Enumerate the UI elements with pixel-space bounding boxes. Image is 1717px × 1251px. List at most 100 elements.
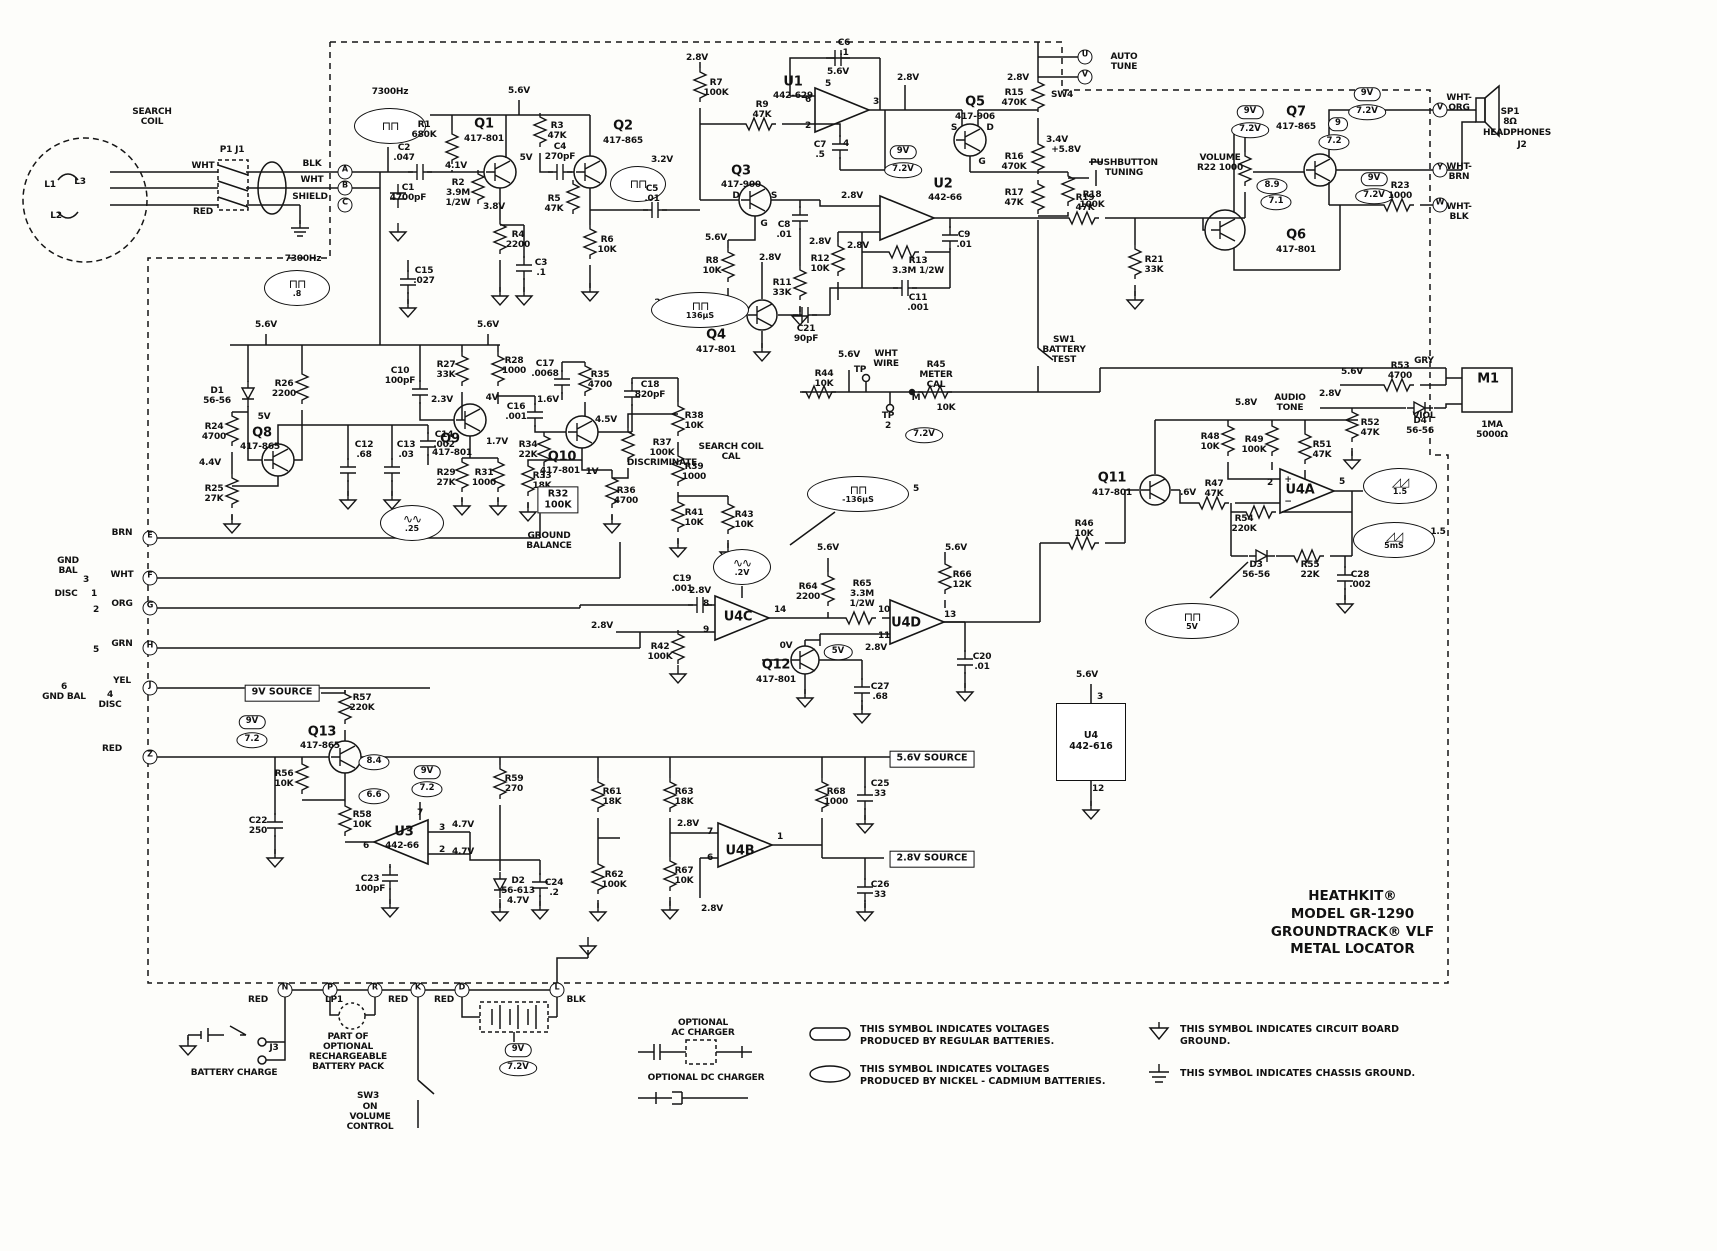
component-label: 2.8V	[758, 252, 782, 263]
component-label: 9	[702, 624, 710, 635]
component-label: 5	[824, 78, 832, 89]
ground-icon	[855, 903, 875, 923]
component-label: 3	[82, 574, 90, 585]
component-label: 3	[1096, 691, 1104, 702]
nicad-voltage-oval: 7.1	[1260, 194, 1292, 210]
component-label: R13 3.3M 1/2W	[892, 255, 944, 276]
waveform-glyph: ⊓⊓	[1183, 609, 1202, 624]
component-label: 0V	[779, 640, 793, 651]
boxed-label: R32 100K	[537, 486, 579, 514]
wire	[57, 42, 1103, 392]
component-label: R3 47K	[547, 120, 567, 141]
ground-icon	[178, 1037, 198, 1057]
component-label: C20 .01	[972, 651, 992, 672]
component-label: 4V	[485, 392, 499, 403]
waveform-glyph: ⊓⊓	[691, 298, 710, 313]
capacitor-symbol	[857, 786, 873, 810]
component-label: 10	[877, 604, 891, 615]
component-label: C1 4700pF	[389, 182, 427, 203]
capacitor-symbol	[384, 458, 400, 482]
component-label: C11 .001	[907, 292, 929, 313]
component-label: 2.8V	[700, 903, 724, 914]
component-label: GRY	[1414, 355, 1434, 366]
component-label: WHT- ORG	[1446, 92, 1472, 113]
component-label: 417-900	[721, 179, 761, 190]
capacitor-symbol	[942, 226, 958, 250]
component-label: 417-801	[464, 133, 504, 144]
capacitor-symbol	[624, 382, 640, 406]
component-label: R45 METER CAL	[919, 359, 953, 391]
ground-icon	[588, 903, 608, 923]
boxed-label: 5.6V SOURCE	[889, 750, 975, 768]
component-label: R29 27K	[436, 467, 456, 488]
component-label: VIOL	[1412, 410, 1436, 421]
capacitor-symbol	[792, 206, 808, 230]
component-label: 4.4V	[198, 457, 222, 468]
jack-j3	[257, 1037, 267, 1047]
ground-icon	[790, 307, 810, 327]
terminal-pin: G	[142, 600, 158, 616]
capacitor-symbol	[826, 50, 850, 66]
component-label: 417-801	[1092, 487, 1132, 498]
component-label: −	[1284, 496, 1292, 507]
component-label: R12 10K	[810, 253, 830, 274]
component-label: SEARCH COIL CAL	[698, 441, 764, 462]
component-ref: U4A	[1285, 482, 1315, 498]
component-label: WHT- BLK	[1446, 201, 1472, 222]
ground-icon	[452, 497, 472, 517]
component-label: R64 2200	[795, 581, 821, 602]
resistor-symbol	[490, 458, 506, 492]
boxed-label: 9V SOURCE	[244, 684, 320, 702]
nicad-voltage-oval: 8.9	[1256, 178, 1288, 194]
component-label: 2	[804, 120, 812, 131]
test-point	[861, 373, 871, 383]
battery-voltage-oval: 9V	[889, 145, 917, 159]
component-label: WHT	[110, 569, 134, 580]
transistor-symbol	[1303, 153, 1337, 187]
opamp-symbol	[1279, 467, 1337, 515]
component-label: C21 90pF	[793, 323, 819, 344]
component-label: LP1	[325, 994, 343, 1005]
component-label: R68 1000	[823, 786, 849, 807]
component-label: 5.6V	[837, 349, 861, 360]
component-label: R56 10K	[274, 768, 294, 789]
component-ref: U1	[783, 74, 803, 90]
speaker-icon	[1484, 84, 1500, 138]
component-label: G	[978, 156, 986, 167]
component-label: R6 10K	[597, 234, 617, 255]
component-label: 417-801	[432, 447, 472, 458]
component-ref: Q2	[613, 118, 633, 134]
component-label: 1V	[585, 466, 599, 477]
resistor-symbol	[820, 572, 836, 606]
resistor-symbol	[1220, 422, 1236, 456]
resistor-symbol	[590, 860, 606, 894]
resistor-symbol	[1290, 548, 1324, 564]
component-label: GRN	[111, 638, 133, 649]
component-label: 417-801	[756, 674, 796, 685]
boxed-label: 2.8V SOURCE	[889, 850, 975, 868]
component-label: 5	[912, 483, 920, 494]
ground-icon	[578, 937, 598, 957]
component-label: R48 10K	[1200, 431, 1220, 452]
nicad-voltage-oval: 7.2V	[499, 1060, 537, 1076]
waveform-value: 5V	[1186, 621, 1198, 631]
boxed-label: U4 442-616	[1056, 703, 1126, 781]
waveform-oval: ⊓⊓136μS	[651, 292, 749, 328]
component-label: 4.7V	[451, 819, 475, 830]
component-label: 1.5	[1430, 526, 1446, 537]
component-ref: Q12	[761, 657, 791, 673]
component-label: WHT	[300, 174, 324, 185]
component-label: R51 47K	[1312, 439, 1332, 460]
component-label: C8 .01	[776, 219, 792, 240]
resistor-symbol	[490, 352, 506, 386]
component-label: 2.8V	[840, 190, 864, 201]
test-point	[885, 403, 895, 413]
resistor-symbol	[1065, 210, 1099, 226]
component-label: J2	[1517, 139, 1527, 150]
component-label: C22 250	[248, 815, 268, 836]
component-label: 5.6V	[1340, 366, 1364, 377]
nicad-voltage-oval: 7.2V	[1348, 104, 1386, 120]
component-label: R18 100K	[1079, 189, 1105, 210]
component-label: .6V	[1179, 487, 1197, 498]
resistor-symbol	[536, 432, 552, 466]
